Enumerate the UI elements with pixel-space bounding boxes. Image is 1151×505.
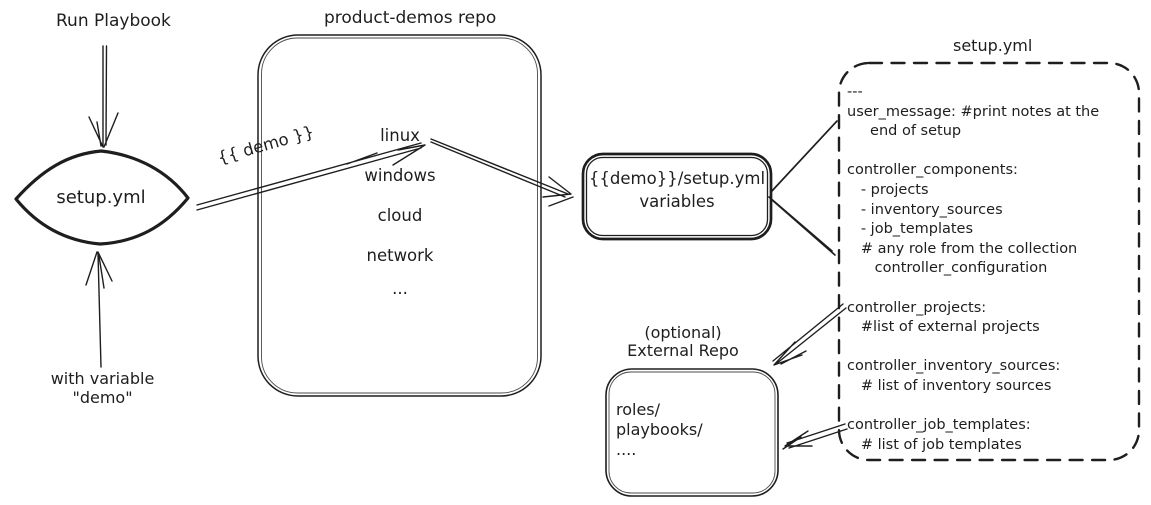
external-repo-label-line2: External Repo <box>627 341 739 360</box>
repo-item-ellipsis: ... <box>392 279 408 298</box>
product-demos-repo-title: product-demos repo <box>324 8 497 28</box>
variables-box-line2: variables <box>639 192 715 211</box>
variables-box-echo <box>585 156 769 237</box>
external-repo-item-playbooks: playbooks/ <box>616 420 703 439</box>
templates-to-external-arrow <box>782 423 848 450</box>
linux-to-variables-arrow <box>430 138 574 207</box>
external-repo-item-roles: roles/ <box>616 400 661 419</box>
setup-yml-file-box <box>837 61 1141 462</box>
external-repo-label: (optional) External Repo <box>612 324 754 360</box>
run-playbook-arrow <box>88 45 119 148</box>
external-repo-label-line1: (optional) <box>644 323 722 342</box>
product-demos-repo-box <box>257 34 542 397</box>
external-repo-item-ellipsis: .... <box>616 440 637 459</box>
with-variable-label: with variable "demo" <box>30 369 175 407</box>
product-demos-repo-box-echo <box>261 37 538 394</box>
repo-item-windows: windows <box>364 166 436 185</box>
with-variable-line1: with variable <box>50 369 155 388</box>
repo-item-network: network <box>366 246 434 265</box>
setup-yml-file-content: --- user_message: #print notes at the en… <box>847 84 1100 453</box>
projects-to-external-arrow <box>772 303 847 366</box>
variables-box-label: {{demo}}/setup.yml variables <box>585 167 769 213</box>
demo-arrow <box>196 142 426 211</box>
external-repo-box-echo <box>608 371 776 494</box>
repo-item-cloud: cloud <box>377 206 423 225</box>
diamond-label: setup.yml <box>56 187 146 208</box>
repo-item-linux: linux <box>380 126 420 145</box>
setup-yml-file-title: setup.yml <box>953 36 1033 55</box>
with-variable-line2: "demo" <box>72 388 133 407</box>
variables-to-file-fan-lines <box>768 120 838 256</box>
run-playbook-label: Run Playbook <box>56 11 171 31</box>
setup-yml-diamond <box>14 149 190 246</box>
variables-box <box>581 152 773 241</box>
variables-box-line1: {{demo}}/setup.yml <box>588 169 766 188</box>
with-variable-arrow <box>85 251 113 368</box>
external-repo-box <box>605 368 779 497</box>
